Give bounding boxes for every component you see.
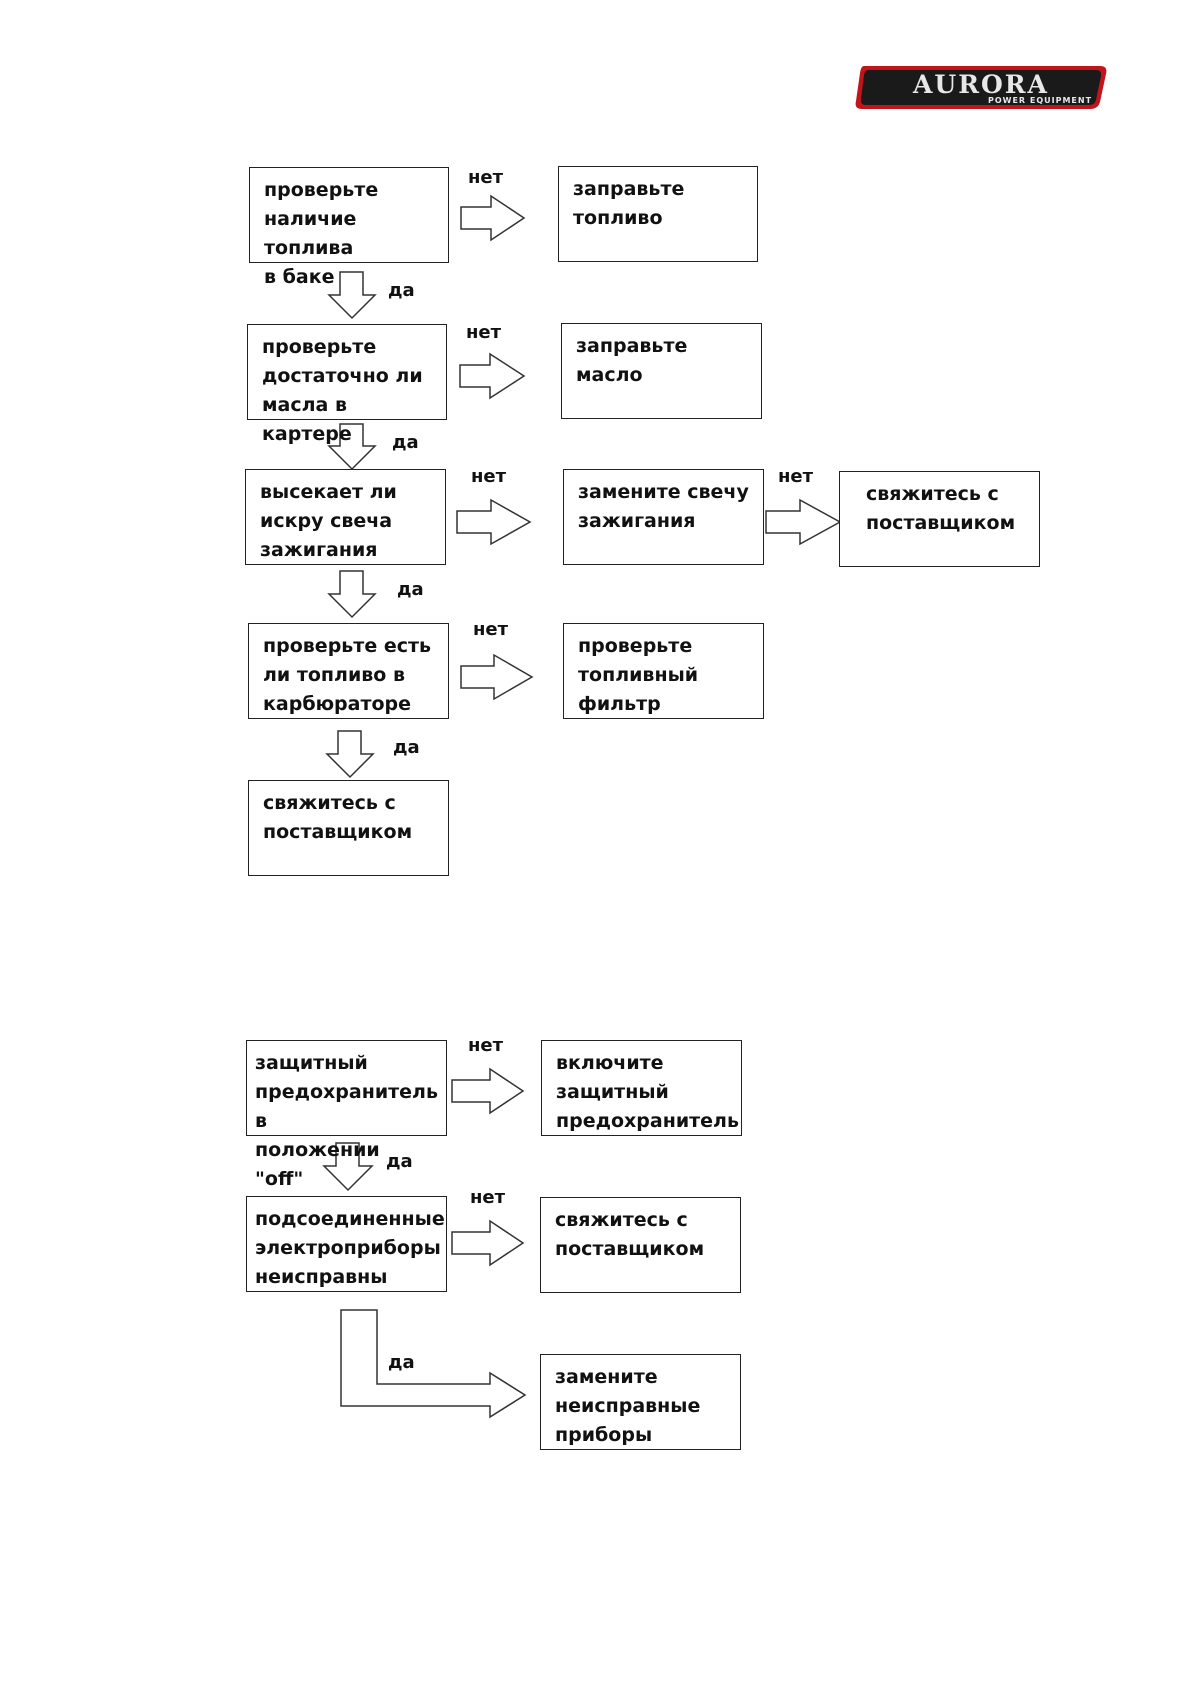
box-text: заправьте топливо (573, 178, 685, 229)
box-text: проверьте наличие топлива в баке (264, 179, 379, 288)
box-text: замените свечу зажигания (578, 481, 749, 532)
box-replace-appliances: замените неисправные приборы (540, 1354, 741, 1450)
box-text: свяжитесь с поставщиком (555, 1209, 705, 1260)
arrow-down-yes-5 (322, 1142, 374, 1192)
arrow-elbow-yes (340, 1309, 527, 1419)
label-no-1: нет (468, 167, 504, 188)
label-yes-3: да (397, 579, 424, 600)
box-text: проверьте топливный фильтр (578, 635, 699, 715)
svg-text:POWER EQUIPMENT: POWER EQUIPMENT (988, 96, 1092, 105)
label-yes-6: да (388, 1352, 415, 1373)
arrow-down-yes-1 (327, 271, 377, 320)
box-breaker-off: защитный предохранитель в положении "off… (246, 1040, 447, 1190)
box-text: проверьте достаточно ли масла в картере (262, 336, 423, 445)
box-faulty-appliances: подсоединенные электроприборы неисправны (246, 1196, 447, 1292)
arrow-right-no-2 (459, 352, 526, 400)
label-no-7: нет (470, 1187, 506, 1208)
svg-text:AURORA: AURORA (912, 70, 1049, 99)
box-text: подсоединенные электроприборы неисправны (255, 1208, 445, 1288)
box-check-fuel-tank: проверьте наличие топлива в баке (249, 167, 449, 288)
label-no-6: нет (468, 1035, 504, 1056)
box-contact-supplier-1: свяжитесь с поставщиком (839, 471, 1040, 567)
box-spark-check: высекает ли искру свеча зажигания (245, 469, 446, 565)
arrow-right-no-4 (765, 498, 842, 546)
box-contact-supplier-3: свяжитесь с поставщиком (540, 1197, 741, 1293)
box-add-fuel: заправьте топливо (558, 166, 758, 262)
box-replace-spark-plug: замените свечу зажигания (563, 469, 764, 565)
box-text: свяжитесь с поставщиком (866, 483, 1016, 534)
label-yes-1: да (388, 280, 415, 301)
label-yes-4: да (393, 737, 420, 758)
box-check-carburetor: проверьте есть ли топливо в карбюраторе (248, 623, 449, 719)
arrow-down-yes-2 (327, 423, 377, 471)
arrow-down-yes-3 (327, 570, 377, 619)
box-contact-supplier-2: свяжитесь с поставщиком (248, 780, 449, 876)
label-yes-2: да (392, 432, 419, 453)
arrow-right-no-7 (451, 1219, 525, 1267)
box-turn-on-breaker: включите защитный предохранитель (541, 1040, 742, 1136)
label-yes-5: да (386, 1151, 413, 1172)
label-no-3: нет (471, 466, 507, 487)
arrow-down-yes-4 (325, 730, 375, 779)
aurora-logo: AURORA POWER EQUIPMENT (850, 62, 1112, 112)
label-no-2: нет (466, 322, 502, 343)
box-text: свяжитесь с поставщиком (263, 792, 413, 843)
box-text: замените неисправные приборы (555, 1366, 701, 1446)
box-add-oil: заправьте масло (561, 323, 762, 419)
box-text: защитный предохранитель в положении "off… (255, 1052, 438, 1190)
box-text: заправьте масло (576, 335, 688, 386)
label-no-4: нет (778, 466, 814, 487)
box-text: проверьте есть ли топливо в карбюраторе (263, 635, 431, 715)
box-text: высекает ли искру свеча зажигания (260, 481, 397, 561)
box-check-oil: проверьте достаточно ли масла в картере (247, 324, 447, 445)
arrow-right-no-5 (460, 653, 534, 701)
box-check-fuel-filter: проверьте топливный фильтр (563, 623, 764, 719)
label-no-5: нет (473, 619, 509, 640)
box-text: включите защитный предохранитель (556, 1052, 739, 1132)
arrow-right-no-6 (451, 1067, 525, 1115)
arrow-right-no-3 (456, 498, 532, 546)
arrow-right-no-1 (460, 194, 526, 242)
